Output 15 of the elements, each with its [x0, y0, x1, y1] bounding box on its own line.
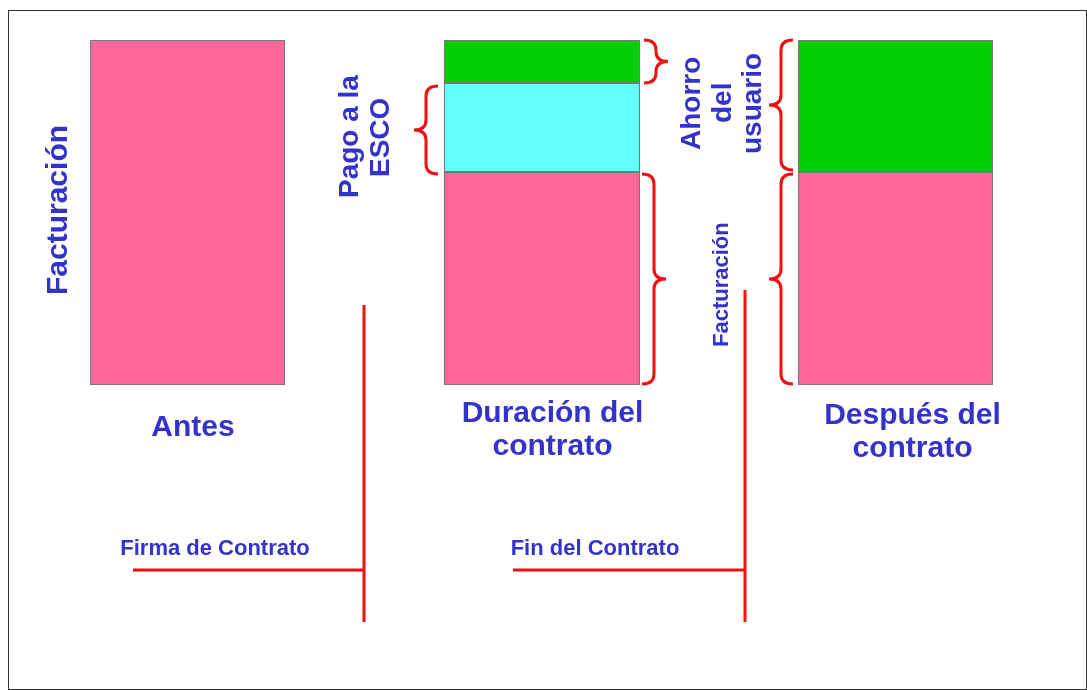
bar-segment	[798, 40, 993, 172]
bar-label: Duración del contrato	[460, 394, 645, 463]
axis-label: Facturación	[38, 124, 74, 298]
bar-label: Después del contrato	[823, 396, 1002, 465]
bar-segment	[444, 172, 640, 385]
milestone-label: Firma de Contrato	[119, 533, 311, 562]
bar-segment	[444, 40, 640, 83]
bar-segment	[798, 172, 993, 385]
bar-segment	[90, 40, 285, 385]
milestone-label: Fin del Contrato	[509, 533, 681, 562]
segment-label: Facturación	[706, 221, 734, 350]
segment-label: Ahorro del usuario	[673, 51, 769, 156]
bar-segment	[444, 83, 640, 172]
bar-label: Antes	[150, 407, 236, 444]
segment-label: Pago a la ESCO	[332, 74, 396, 201]
